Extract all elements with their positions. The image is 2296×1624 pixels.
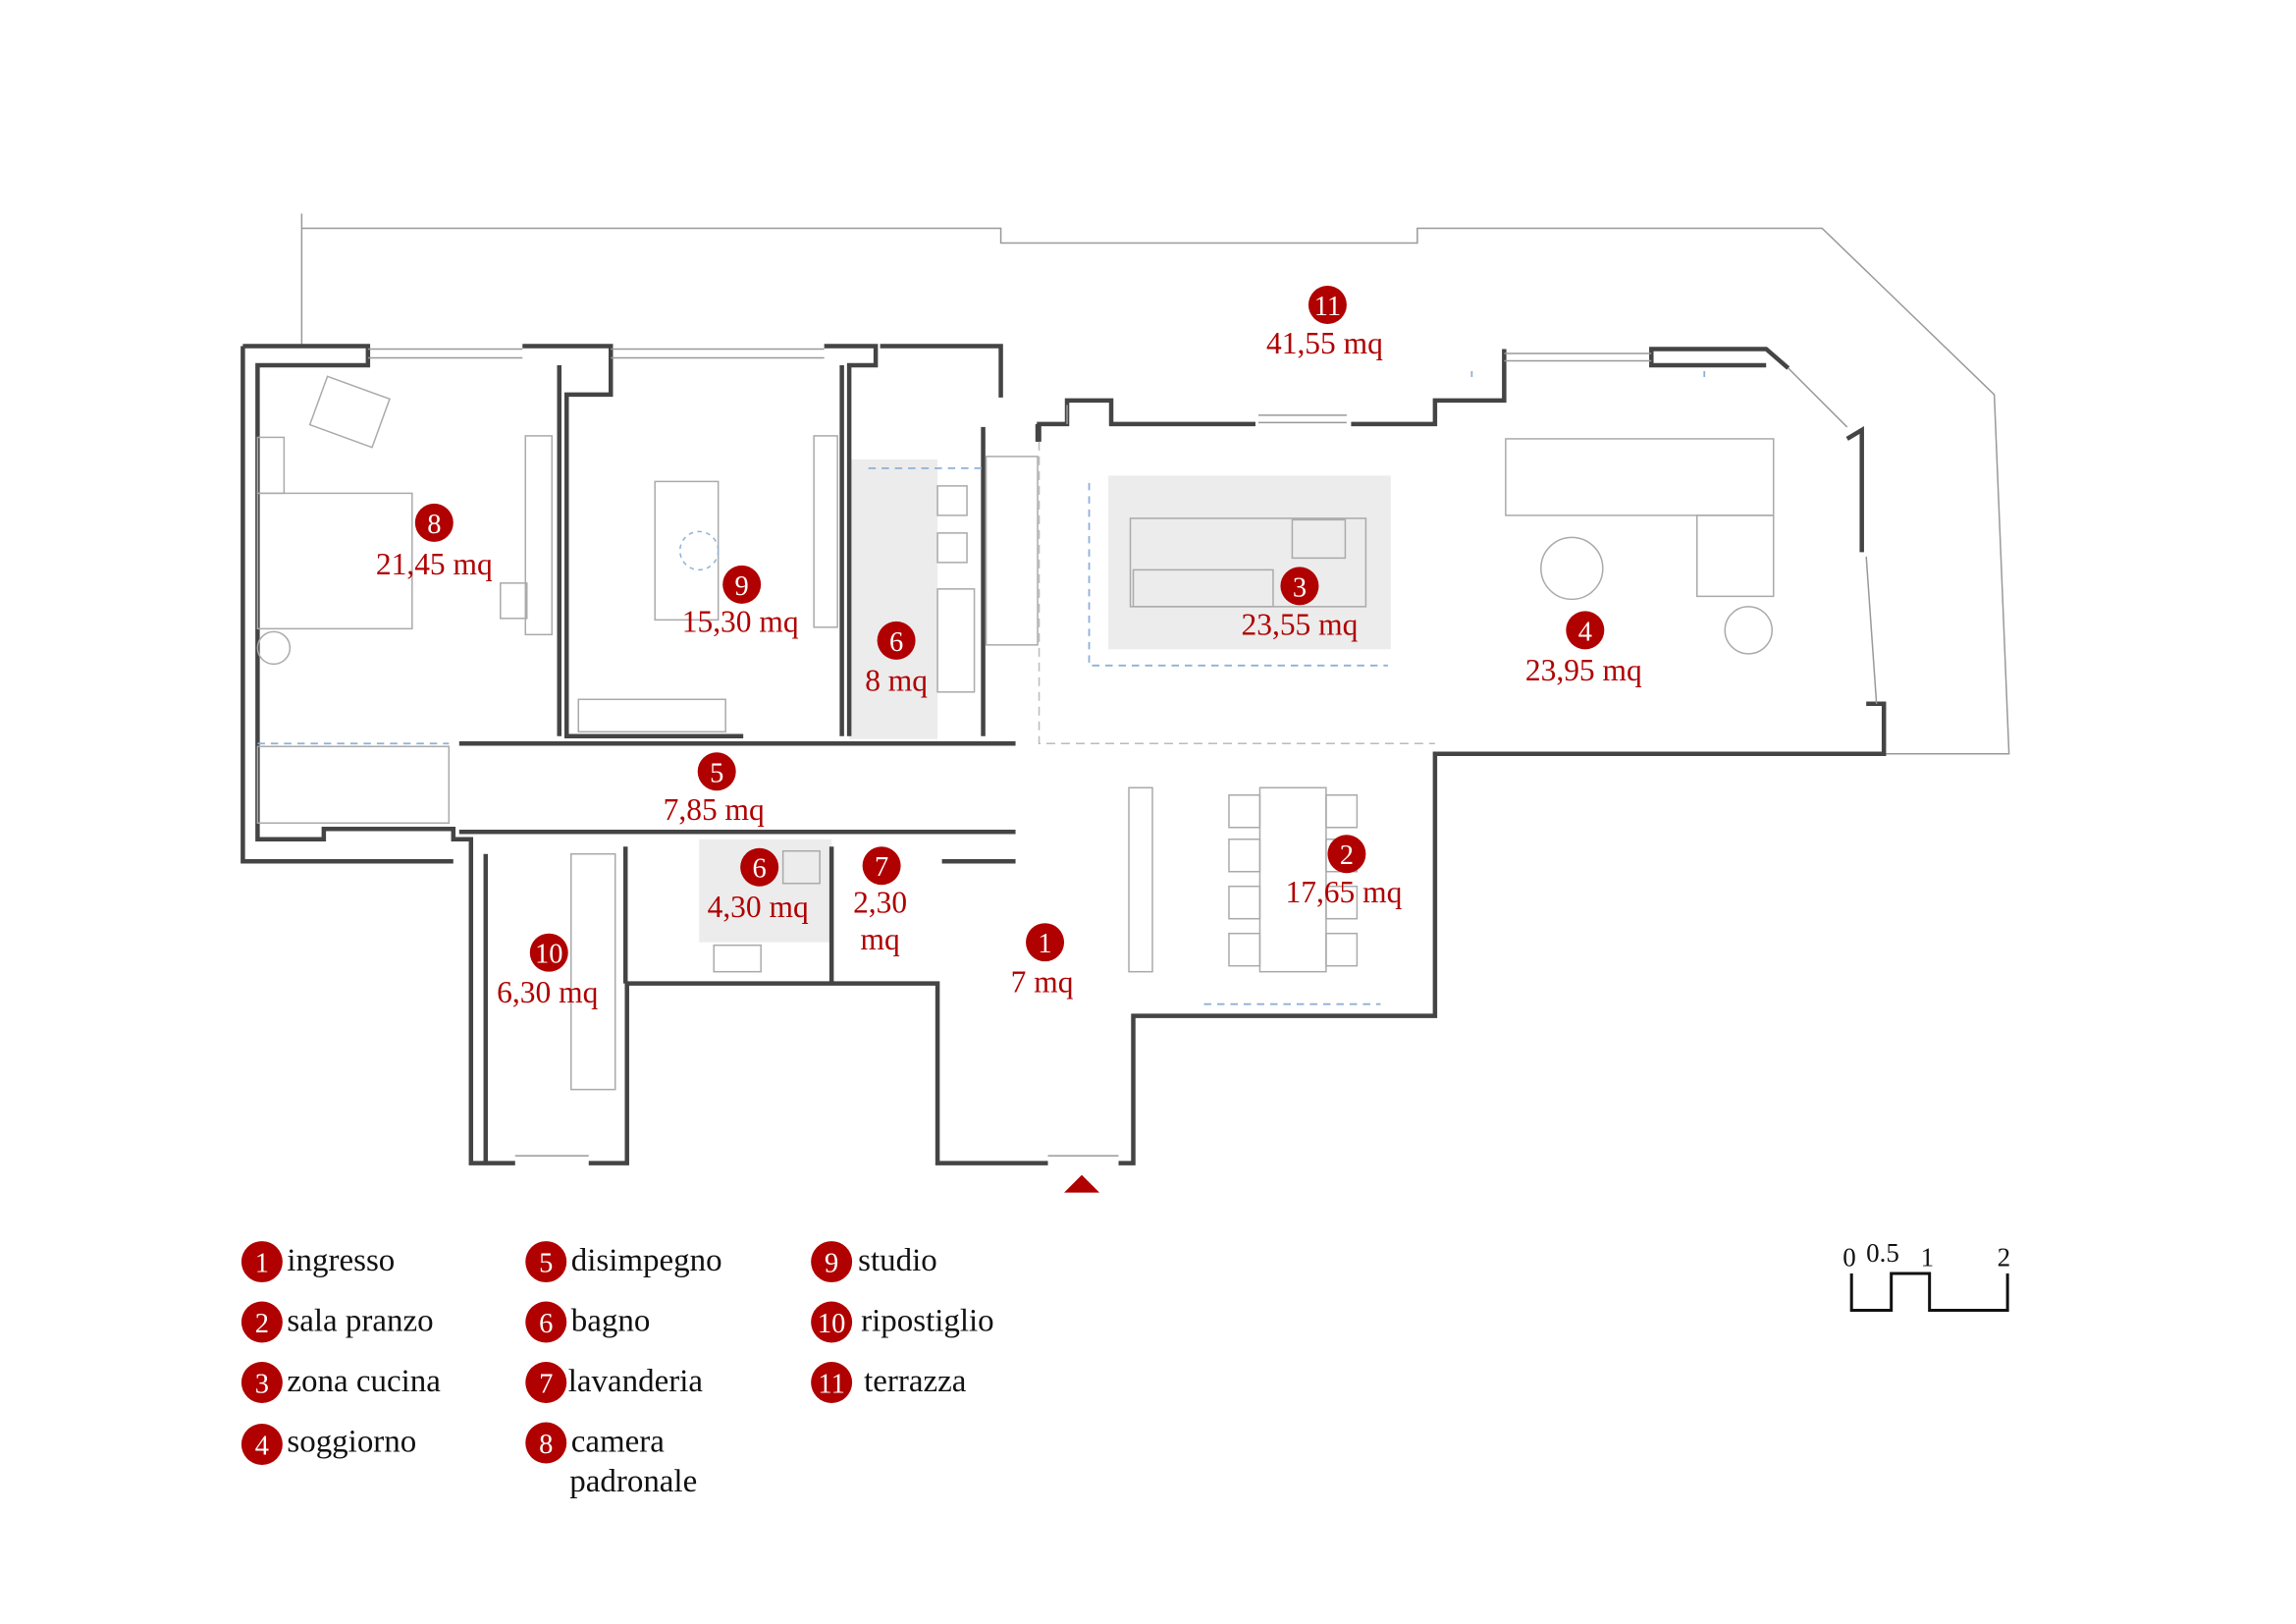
svg-text:6: 6 xyxy=(753,854,767,885)
svg-text:6: 6 xyxy=(539,1309,553,1339)
room-label-bagno: 6 8 mq xyxy=(865,621,928,697)
svg-text:23,55 mq: 23,55 mq xyxy=(1241,607,1358,641)
svg-text:8: 8 xyxy=(539,1430,553,1460)
svg-text:zona cucina: zona cucina xyxy=(287,1364,441,1399)
svg-text:11: 11 xyxy=(818,1369,844,1399)
svg-text:10: 10 xyxy=(535,940,562,970)
room-label-ingresso: 1 7 mq xyxy=(1011,923,1074,1000)
svg-text:bagno: bagno xyxy=(571,1304,651,1339)
legend: 1 ingresso 2 sala pranzo 3 zona cucina 4 sog… xyxy=(240,1241,994,1499)
svg-text:sala pranzo: sala pranzo xyxy=(287,1304,433,1339)
svg-text:4: 4 xyxy=(255,1431,269,1461)
svg-text:9: 9 xyxy=(825,1249,838,1279)
svg-text:mq: mq xyxy=(861,922,900,956)
svg-text:7: 7 xyxy=(875,852,888,883)
svg-text:3: 3 xyxy=(1293,572,1307,603)
svg-text:5: 5 xyxy=(710,758,723,788)
svg-text:6: 6 xyxy=(889,627,903,658)
svg-text:padronale: padronale xyxy=(569,1464,697,1499)
svg-text:10: 10 xyxy=(818,1309,845,1339)
svg-text:8 mq: 8 mq xyxy=(865,663,928,697)
inner-walls xyxy=(458,364,1041,1164)
room-label-bagno-2: 6 4,30 mq xyxy=(708,847,809,924)
svg-text:6,30 mq: 6,30 mq xyxy=(497,975,598,1009)
scale-bar: 0 0.5 1 2 xyxy=(1842,1238,2010,1313)
svg-text:0.5: 0.5 xyxy=(1866,1238,1899,1268)
svg-text:7,85 mq: 7,85 mq xyxy=(664,792,765,827)
outer-walls xyxy=(240,344,1887,1165)
svg-text:0: 0 xyxy=(1842,1243,1855,1272)
legend-item: 3 zona cucina xyxy=(240,1362,441,1403)
room-label-zona-cucina: 3 23,55 mq xyxy=(1241,567,1359,641)
svg-text:8: 8 xyxy=(427,510,441,540)
legend-item: 4 soggiorno xyxy=(240,1423,416,1465)
legend-item: 11 terrazza xyxy=(811,1362,967,1403)
room-label-studio: 9 15,30 mq xyxy=(682,565,799,638)
svg-text:studio: studio xyxy=(858,1243,937,1278)
svg-text:11: 11 xyxy=(1314,292,1341,322)
svg-text:1: 1 xyxy=(1921,1243,1934,1272)
legend-item: 1 ingresso xyxy=(240,1241,395,1283)
svg-text:2: 2 xyxy=(1998,1243,2010,1272)
svg-text:21,45 mq: 21,45 mq xyxy=(376,547,493,581)
room-label-disimpegno: 5 7,85 mq xyxy=(664,752,765,827)
svg-text:2: 2 xyxy=(255,1309,269,1339)
legend-item: 6 bagno xyxy=(525,1301,651,1343)
windows xyxy=(367,348,1878,1157)
furniture xyxy=(256,375,1775,1091)
room-label-sala-pranzo: 2 17,65 mq xyxy=(1285,835,1403,909)
legend-item: 5 disimpegno xyxy=(525,1241,722,1283)
svg-text:soggiorno: soggiorno xyxy=(287,1424,416,1459)
legend-item: 8 camera padronale xyxy=(525,1422,697,1499)
ceiling-lines xyxy=(257,370,1706,1005)
svg-text:9: 9 xyxy=(735,571,749,602)
svg-text:lavanderia: lavanderia xyxy=(568,1364,704,1399)
svg-text:15,30 mq: 15,30 mq xyxy=(682,604,799,638)
svg-text:ingresso: ingresso xyxy=(287,1243,395,1278)
room-label-ripostiglio: 10 6,30 mq xyxy=(497,933,599,1009)
legend-item: 7 lavanderia xyxy=(525,1362,703,1403)
terrace-outline xyxy=(300,213,2010,755)
svg-text:2,30: 2,30 xyxy=(853,886,907,920)
svg-text:17,65 mq: 17,65 mq xyxy=(1285,875,1402,909)
svg-text:7: 7 xyxy=(539,1369,553,1399)
svg-text:23,95 mq: 23,95 mq xyxy=(1525,653,1642,687)
kitchen-tiles xyxy=(1108,475,1391,650)
legend-item: 9 studio xyxy=(811,1241,937,1283)
svg-text:4,30 mq: 4,30 mq xyxy=(708,890,809,924)
interior-outline xyxy=(1038,441,1435,745)
room-label-lavanderia: 7 2,30 mq xyxy=(853,846,907,956)
svg-text:4: 4 xyxy=(1578,617,1592,647)
entrance-arrow-icon xyxy=(1064,1174,1100,1193)
legend-item: 10 ripostiglio xyxy=(811,1301,994,1343)
bathroom-tiles xyxy=(849,459,938,739)
svg-text:camera: camera xyxy=(571,1424,666,1459)
svg-text:2: 2 xyxy=(1340,840,1354,871)
svg-text:5: 5 xyxy=(539,1249,553,1279)
svg-text:7 mq: 7 mq xyxy=(1011,965,1074,1000)
svg-text:terrazza: terrazza xyxy=(864,1364,967,1399)
room-label-terrazza: 11 41,55 mq xyxy=(1266,285,1383,360)
legend-item: 2 sala pranzo xyxy=(240,1301,434,1343)
svg-text:1: 1 xyxy=(1038,929,1051,959)
svg-text:disimpegno: disimpegno xyxy=(571,1243,722,1278)
svg-text:41,55 mq: 41,55 mq xyxy=(1266,326,1383,360)
room-label-soggiorno: 4 23,95 mq xyxy=(1525,611,1642,687)
svg-text:1: 1 xyxy=(255,1249,269,1279)
room-label-camera-padronale: 8 21,45 mq xyxy=(376,503,493,581)
svg-text:3: 3 xyxy=(255,1369,269,1399)
svg-text:ripostiglio: ripostiglio xyxy=(861,1304,994,1339)
